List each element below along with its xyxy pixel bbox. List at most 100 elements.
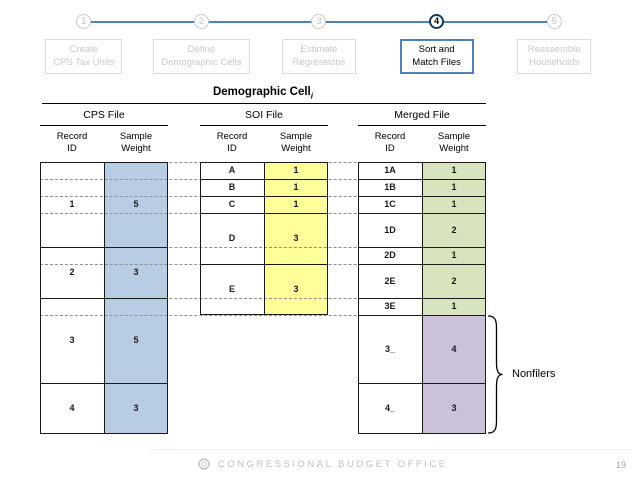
footer: CONGRESSIONAL BUDGET OFFICE: [198, 458, 448, 470]
step-circle-5: 5: [546, 14, 562, 29]
sample-weight-cell-fill: [422, 247, 486, 264]
merged-file-column-headers: Record ID Sample Weight: [358, 131, 486, 156]
merged-file-header: Merged File: [358, 109, 486, 126]
record-id-cell: 3: [69, 335, 75, 345]
sample-weight-cell: 5: [133, 199, 139, 209]
step-label-box-5: Reassemble Households: [517, 39, 592, 74]
column-divider: [264, 162, 265, 315]
sample-weight-cell: 1: [451, 250, 457, 260]
record-id-column-header: Record ID: [374, 131, 406, 155]
sample-weight-cell: 1: [451, 182, 457, 192]
record-id-cell: 4_: [384, 403, 395, 413]
sample-weight-cell: 3: [293, 233, 299, 243]
sample-weight-cell: 4: [451, 344, 457, 354]
sample-weight-cell-fill: [104, 383, 168, 434]
sample-weight-column-header: Sample Weight: [119, 131, 153, 155]
cps-file-column-headers: Record ID Sample Weight: [40, 131, 168, 156]
sample-weight-cell-fill: [422, 264, 486, 298]
record-id-cell: 3_: [384, 344, 395, 354]
sample-weight-cell-fill: [264, 179, 328, 196]
step-label-box-2: Define Demographic Cells: [153, 39, 250, 74]
sample-weight-cell: 5: [133, 335, 139, 345]
sample-weight-cell-fill: [264, 196, 328, 213]
sample-weight-cell: 1: [451, 301, 457, 311]
step-circle-2: 2: [193, 14, 209, 29]
dashed-gridline: [40, 315, 486, 316]
record-id-cell: B: [228, 182, 236, 192]
sample-weight-cell: 1: [293, 182, 299, 192]
step-label-box-4: Sort and Match Files: [399, 39, 474, 74]
record-id-cell: 1D: [384, 225, 396, 235]
sample-weight-cell-fill: [422, 383, 486, 434]
sample-weight-cell-fill: [422, 179, 486, 196]
nonfilers-brace: [487, 315, 503, 434]
record-id-column-header: Record ID: [56, 131, 88, 155]
sample-weight-cell: 2: [451, 276, 457, 286]
record-id-column-header: Record ID: [216, 131, 248, 155]
sample-weight-cell-fill: [264, 162, 328, 179]
sample-weight-cell: 1: [451, 165, 457, 175]
record-id-cell: 3E: [384, 301, 396, 311]
sample-weight-cell: 3: [293, 284, 299, 294]
cps-file-header: CPS File: [40, 109, 168, 126]
sample-weight-cell: 3: [133, 403, 139, 413]
sample-weight-column-header: Sample Weight: [437, 131, 471, 155]
sample-weight-cell-fill: [264, 264, 328, 315]
record-id-cell: 2: [69, 267, 75, 277]
nonfilers-label: Nonfilers: [512, 368, 556, 380]
step-circle-1: 1: [76, 14, 92, 29]
title-rule: [42, 103, 486, 104]
record-id-cell: 2D: [384, 250, 396, 260]
record-id-cell: 4: [69, 403, 75, 413]
record-id-cell: 1: [69, 199, 75, 209]
sample-weight-cell-fill: [422, 315, 486, 383]
cps-file-table: [40, 162, 168, 434]
diagram-title-text: Demographic Cell: [212, 86, 311, 98]
cbo-logo-icon: [198, 458, 210, 470]
diagram-title-subscript: i: [310, 91, 313, 101]
step-label-box-3: Estimate Regressions: [281, 39, 356, 74]
sample-weight-cell-fill: [104, 247, 168, 298]
sample-weight-cell: 1: [293, 199, 299, 209]
sample-weight-cell: 3: [133, 267, 139, 277]
soi-file-header: SOI File: [200, 109, 328, 126]
step-circle-4: 4: [429, 14, 445, 29]
sample-weight-cell: 1: [293, 165, 299, 175]
record-id-cell: 2E: [384, 276, 396, 286]
record-id-cell: E: [228, 284, 235, 294]
sample-weight-cell: 3: [451, 403, 457, 413]
sample-weight-cell: 1: [451, 199, 457, 209]
sample-weight-cell: 2: [451, 225, 457, 235]
step-circle-3: 3: [311, 14, 327, 29]
footer-org-name: CONGRESSIONAL BUDGET OFFICE: [218, 458, 448, 470]
dashed-gridline: [40, 247, 486, 248]
record-id-cell: D: [228, 233, 236, 243]
record-id-cell: 1B: [384, 182, 396, 192]
step-label-box-1: Create CPS Tax Units: [45, 39, 123, 74]
record-id-cell: 1C: [384, 199, 396, 209]
sample-weight-cell-fill: [104, 162, 168, 247]
column-divider: [104, 162, 105, 434]
diagram-title: Demographic Celli: [40, 86, 486, 100]
sample-weight-cell-fill: [422, 162, 486, 179]
page-number: 19: [615, 460, 626, 470]
dashed-gridline: [40, 298, 486, 299]
sample-weight-cell-fill: [104, 298, 168, 383]
record-id-cell: 1A: [384, 165, 396, 175]
sample-weight-cell-fill: [422, 298, 486, 315]
record-id-cell: A: [228, 165, 236, 175]
sample-weight-cell-fill: [422, 213, 486, 247]
sample-weight-cell-fill: [264, 213, 328, 264]
sample-weight-cell-fill: [422, 196, 486, 213]
record-id-cell: C: [228, 199, 236, 209]
soi-file-table: [200, 162, 328, 315]
merged-file-table: [358, 162, 486, 434]
